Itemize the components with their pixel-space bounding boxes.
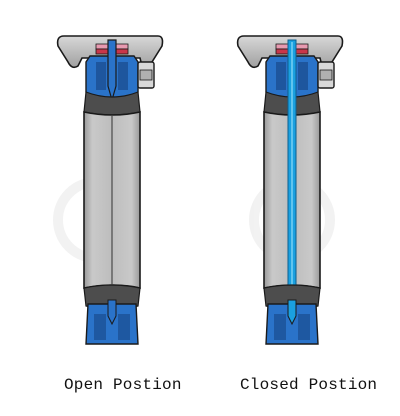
- open-position-view: [56, 35, 164, 345]
- side-nut-face: [139, 69, 153, 81]
- stem-tip: [107, 39, 117, 103]
- upper-seal-insert-right: [298, 62, 308, 90]
- lower-seal-insert-left: [94, 314, 106, 340]
- open-position-caption: Open Postion: [64, 376, 182, 394]
- side-nut-face: [319, 69, 333, 81]
- lower-stem-tip: [287, 299, 297, 326]
- upper-seal-insert-left: [276, 62, 286, 90]
- lower-stem-tip: [107, 299, 117, 326]
- closed-position-caption: Closed Postion: [240, 376, 378, 394]
- lower-seal-insert-left: [274, 314, 286, 340]
- lower-seal-insert-right: [118, 314, 130, 340]
- lower-seal-insert-right: [298, 314, 310, 340]
- upper-seal-insert-left: [96, 62, 106, 90]
- upper-seal-insert-right: [118, 62, 128, 90]
- closed-position-view: [236, 35, 344, 345]
